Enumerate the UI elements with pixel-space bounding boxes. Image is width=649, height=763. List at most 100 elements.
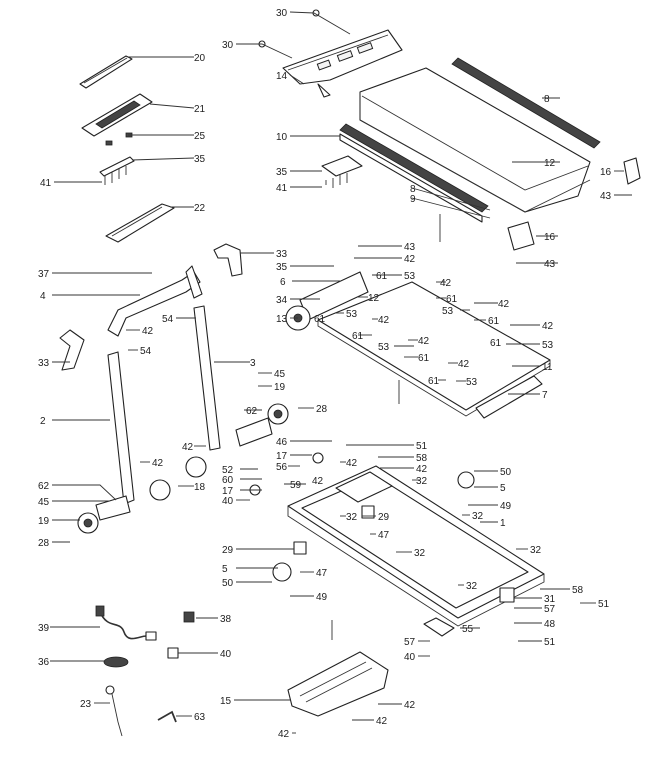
callout-61: 61: [490, 338, 502, 349]
part-16-end-caps: [507, 157, 641, 251]
callout-63: 63: [194, 712, 206, 723]
callout-34: 34: [276, 295, 288, 306]
callout-42: 42: [458, 359, 470, 370]
callout-39: 39: [38, 623, 50, 634]
callout-45: 45: [274, 369, 286, 380]
callout-42: 42: [404, 700, 416, 711]
callout-53: 53: [466, 377, 478, 388]
callout-14: 14: [276, 71, 288, 82]
part-2-left-upright: [107, 351, 135, 505]
callout-5: 5: [500, 483, 506, 494]
callout-47: 47: [378, 530, 390, 541]
callout-62: 62: [246, 406, 258, 417]
callout-43: 43: [544, 259, 556, 270]
callout-12: 12: [368, 293, 380, 304]
callout-43: 43: [600, 191, 612, 202]
part-11-motor-board: [317, 281, 551, 417]
part-1-base-frame: [287, 465, 545, 627]
callout-46: 46: [276, 437, 288, 448]
callout-49: 49: [500, 501, 512, 512]
part-39-power-cord: [95, 605, 157, 641]
callout-60: 60: [222, 475, 234, 486]
callout-51: 51: [544, 637, 556, 648]
callout-55: 55: [462, 624, 474, 635]
callout-53: 53: [442, 306, 454, 317]
callout-50: 50: [222, 578, 234, 589]
callout-42: 42: [440, 278, 452, 289]
callout-54: 54: [140, 346, 152, 357]
callout-43: 43: [404, 242, 416, 253]
callout-61: 61: [428, 376, 440, 387]
callout-40: 40: [404, 652, 416, 663]
callout-33: 33: [276, 249, 288, 260]
callout-42: 42: [404, 254, 416, 265]
callout-28: 28: [316, 404, 328, 415]
callout-32: 32: [466, 581, 478, 592]
part-35-brackets: [321, 155, 363, 188]
part-23-clip-key: [105, 685, 123, 737]
part-10-side-rail-left: [339, 123, 489, 223]
callout-29: 29: [378, 512, 390, 523]
part-22-tray: [105, 203, 175, 243]
callout-37: 37: [38, 269, 50, 280]
callout-31: 31: [544, 594, 556, 605]
callout-11: 11: [542, 362, 553, 373]
parts-45-19-wheels: [77, 403, 289, 534]
callout-18: 18: [194, 482, 206, 493]
part-14-console-cover: [282, 29, 403, 98]
callout-32: 32: [472, 511, 484, 522]
callout-15: 15: [220, 696, 232, 707]
part-36-safety-key: [103, 656, 129, 668]
callout-3: 3: [250, 358, 256, 369]
callout-48: 48: [544, 619, 556, 630]
callout-19: 19: [274, 382, 286, 393]
callout-16: 16: [600, 167, 612, 178]
callout-53: 53: [542, 340, 554, 351]
callout-42: 42: [498, 299, 510, 310]
part-63-allen-key: [157, 710, 177, 723]
callout-8: 8: [544, 94, 550, 105]
callout-42: 42: [152, 458, 164, 469]
callout-21: 21: [194, 104, 206, 115]
callout-56: 56: [276, 462, 288, 473]
callout-61: 61: [418, 353, 430, 364]
callout-32: 32: [414, 548, 426, 559]
callout-23: 23: [80, 699, 92, 710]
callout-36: 36: [38, 657, 50, 668]
part-3-right-upright: [193, 305, 221, 451]
callout-61: 61: [314, 314, 326, 325]
callout-8: 8: [410, 184, 416, 195]
part-33-grips: [59, 243, 243, 371]
callout-33: 33: [38, 358, 50, 369]
callout-42: 42: [378, 315, 390, 326]
part-38-switch: [183, 611, 195, 623]
callout-29: 29: [222, 545, 234, 556]
callout-5: 5: [222, 564, 228, 575]
callout-17: 17: [222, 486, 234, 497]
callout-40: 40: [222, 496, 234, 507]
part-7-rear-roller: [475, 375, 543, 419]
callout-41: 41: [40, 178, 52, 189]
callout-62: 62: [38, 481, 50, 492]
callout-6: 6: [280, 277, 286, 288]
callout-7: 7: [542, 390, 548, 401]
callout-58: 58: [416, 453, 428, 464]
callout-57: 57: [404, 637, 416, 648]
callout-42: 42: [376, 716, 388, 727]
callout-35: 35: [194, 154, 206, 165]
callout-61: 61: [446, 294, 458, 305]
callout-1: 1: [500, 518, 506, 529]
callout-52: 52: [222, 465, 234, 476]
callout-19: 19: [38, 516, 50, 527]
callout-13: 13: [276, 314, 288, 325]
callout-9: 9: [410, 194, 416, 205]
callout-61: 61: [352, 331, 364, 342]
callout-38: 38: [220, 614, 232, 625]
callout-17: 17: [276, 451, 288, 462]
part-21-console-bracket: [81, 93, 153, 137]
part-4-handlebar: [107, 265, 203, 337]
callout-61: 61: [488, 316, 500, 327]
callout-25: 25: [194, 131, 206, 142]
callout-labels: 20 21 25 35 41 22 30 30 14 8 12 10 35 41…: [38, 8, 612, 740]
